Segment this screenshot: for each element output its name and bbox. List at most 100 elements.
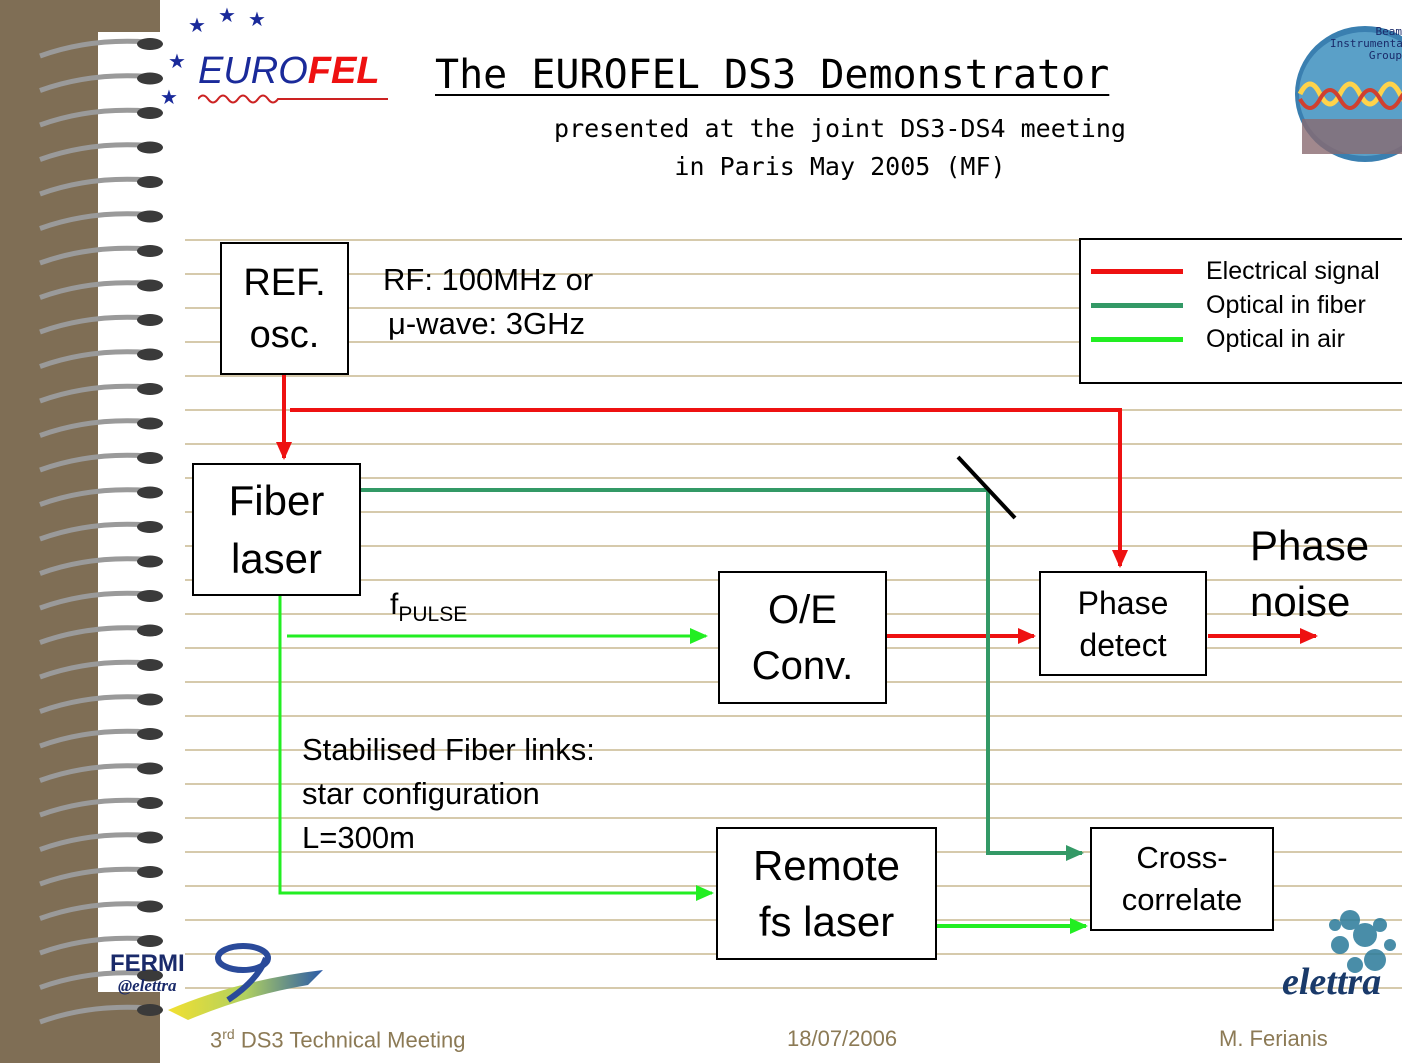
footer-meeting-ordinal: rd [222,1026,235,1042]
spiral-ring [39,935,149,956]
subtitle: presented at the joint DS3-DS4 meeting i… [380,110,1300,186]
spiral-hole [137,1004,163,1016]
spiral-ring [39,901,149,921]
cross-correlate-block: Cross- correlate [1090,827,1274,931]
legend-item-electrical: Electrical signal [1081,256,1402,286]
spiral-ring [39,763,149,783]
elettra-pattern-icon [1329,910,1396,973]
svg-text:★: ★ [218,6,236,27]
spiral-ring [39,797,149,818]
eurofel-logo: ★★★ ★★ EUROFEL [160,6,390,109]
spiral-ring [39,832,149,852]
svg-text:★: ★ [160,85,178,109]
spiral-hole [137,762,163,775]
legend-label-electrical: Electrical signal [1206,257,1380,285]
fiber-links-line-3: L=300m [302,820,415,855]
spiral-hole [137,935,163,947]
svg-text:★: ★ [248,7,266,31]
spiral-hole [137,245,163,257]
eurofel-wave-icon [198,94,388,104]
legend-swatch-electrical [1091,269,1183,274]
f-pulse-main: f [390,588,399,621]
footer-date: 18/07/2006 [787,1026,898,1051]
spiral-ring [39,625,149,645]
spiral-ring [39,107,149,128]
fermi-swoosh-icon [168,943,323,1020]
rf-label-line-1: RF: 100MHz or [383,262,594,297]
spiral-ring [39,728,149,749]
f-pulse-subscript: PULSE [398,603,468,626]
legend-item-fiber: Optical in fiber [1081,290,1402,320]
spiral-hole [137,866,163,878]
wire-fiber-to-remote [278,596,714,901]
legend-item-air: Optical in air [1081,324,1402,354]
spiral-hole [137,969,163,982]
spiral-hole [137,659,163,671]
wire-ref-to-phase-detect [290,408,1128,568]
spiral-ring [39,694,149,714]
spiral-ring [39,659,149,680]
spiral-hole [137,107,163,119]
spiral-ring [39,866,149,887]
spiral-ring [39,590,149,611]
spiral-ring [39,487,149,507]
beam-instrumentation-logo: Beam Instrumentation Group [1290,24,1402,164]
spiral-ring [39,211,149,231]
eurofel-logo-euro: EURO [198,50,308,92]
ref-osc-block: REF. osc. [220,242,349,375]
spiral-ring [39,73,149,93]
elettra-logo-text: elettra [1282,961,1382,1003]
spiral-ring [39,418,149,438]
fermi-logo: FERMI @elettra [108,940,328,1020]
footer-meeting-name: DS3 Technical Meeting [234,1027,466,1053]
spiral-hole [137,38,163,50]
mirror-icon [956,455,1017,520]
wire-mirror-to-cross-correlate [986,490,1084,861]
spiral-hole [137,900,163,913]
fiber-links-line-2: star configuration [302,776,540,811]
spiral-hole [137,521,163,533]
spiral-hole [137,383,163,395]
spiral-ring [39,314,149,335]
spiral-hole [137,452,163,464]
legend-swatch-fiber [1091,303,1183,308]
spiral-hole [137,590,163,602]
spiral-hole [137,831,163,844]
remote-fs-laser-block: Remote fs laser [716,827,937,960]
spiral-ring [39,970,149,990]
spiral-ring [39,176,149,197]
legend-swatch-air [1091,337,1183,342]
spiral-hole [137,728,163,740]
footer-meeting: 3rd DS3 Technical Meeting [210,1026,465,1053]
spiral-hole [137,210,163,223]
spiral-ring [39,383,149,404]
svg-text:★: ★ [188,13,206,37]
footer-meeting-number: 3 [210,1027,223,1053]
spiral-hole [137,797,163,809]
footer-author: M. Ferianis [1219,1026,1328,1051]
rf-label-line-2: μ-wave: 3GHz [388,306,586,341]
spiral-ring [39,142,149,162]
spiral-ring [39,1004,149,1025]
f-pulse-label: fPULSE [390,588,467,627]
spiral-hole [137,314,163,326]
fiber-laser-block: Fiber laser [192,463,361,596]
spiral-hole [137,279,163,292]
legend-label-air: Optical in air [1206,325,1345,353]
spiral-hole [137,417,163,430]
spiral-ring [39,245,149,266]
spiral-hole [137,176,163,188]
fermi-logo-subtext: @elettra [118,976,177,995]
notebook-spiral-rings [39,38,163,1025]
spiral-ring [39,556,149,576]
spiral-hole [137,555,163,568]
oe-conv-block: O/E Conv. [718,571,887,704]
spiral-ring [39,349,149,369]
svg-text:★: ★ [168,49,186,73]
legend: Electrical signal Optical in fiber Optic… [1079,238,1402,384]
page-title: The EUROFEL DS3 Demonstrator [435,52,1110,98]
subtitle-line-2: in Paris May 2005 (MF) [674,152,1006,181]
spiral-hole [137,348,163,361]
spiral-ring [39,452,149,473]
